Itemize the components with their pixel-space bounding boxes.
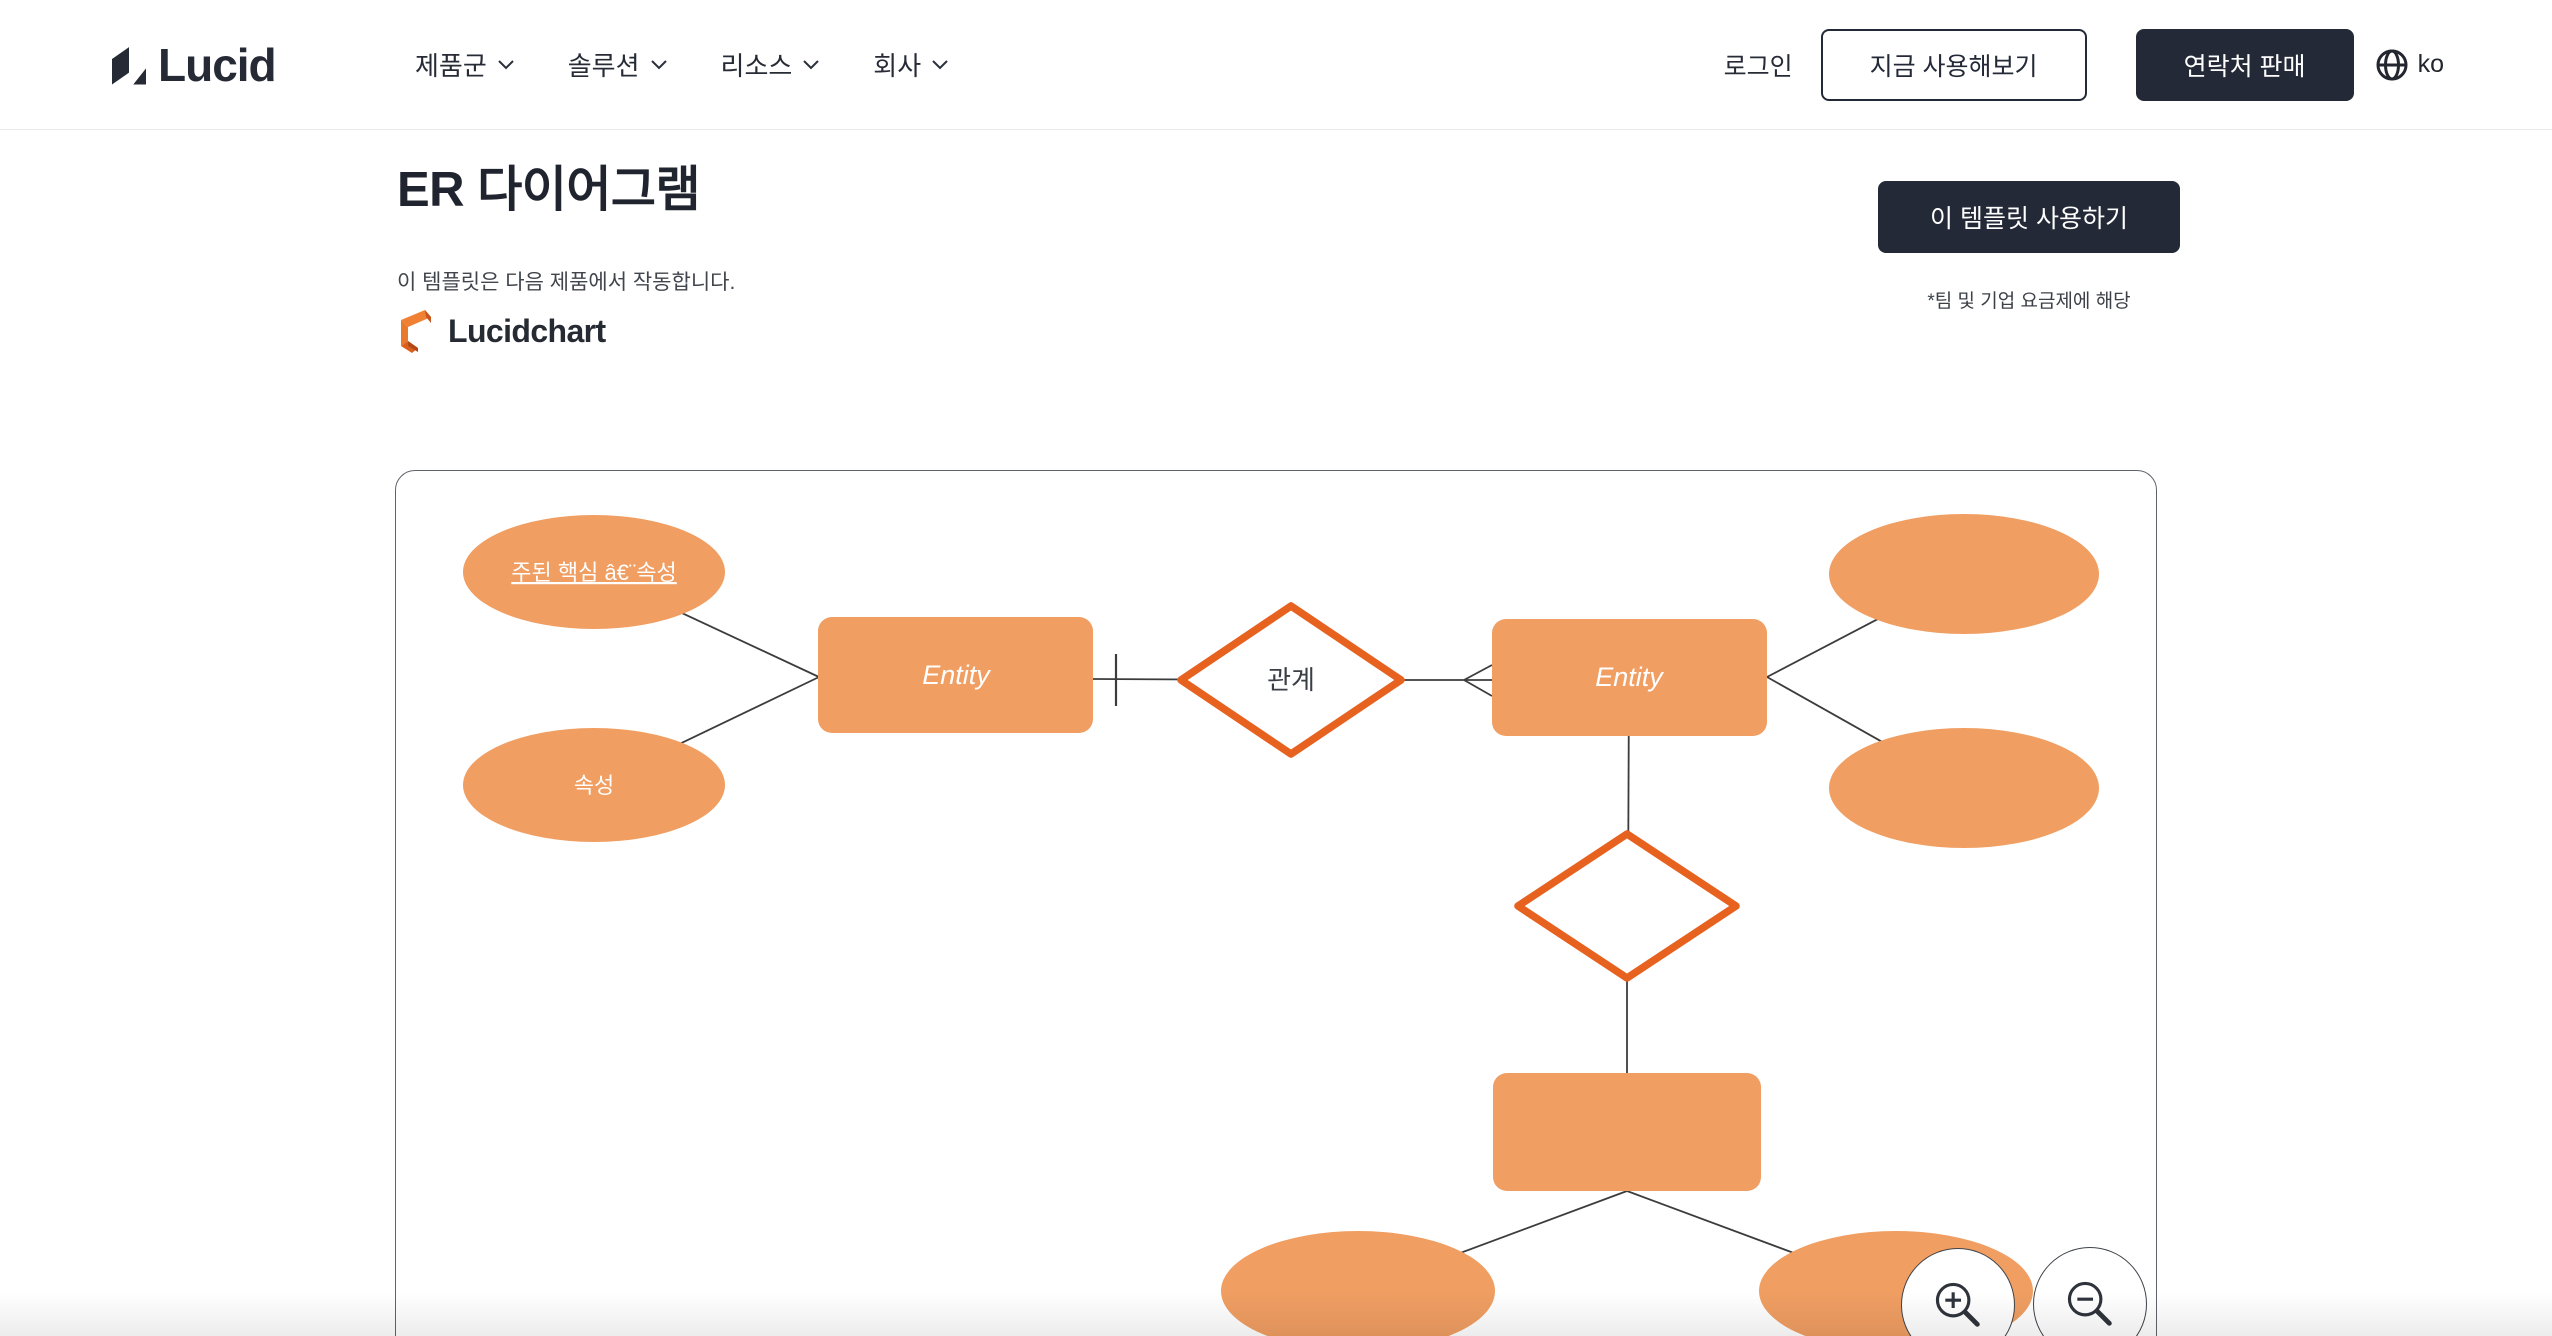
entity-label: Entity: [922, 660, 991, 690]
lucidchart-logo-text: Lucidchart: [448, 312, 606, 349]
lucidchart-logo-icon: [401, 310, 431, 353]
chevron-down-icon: [498, 59, 514, 69]
globe-icon: [2376, 49, 2408, 80]
chevron-down-icon: [932, 59, 948, 69]
use-template-button[interactable]: 이 템플릿 사용하기: [1878, 181, 2180, 253]
lucidchart-logo[interactable]: Lucidchart: [396, 308, 606, 354]
entity-label: Entity: [1595, 662, 1664, 692]
chevron-down-icon: [650, 59, 667, 69]
top-navigation: Lucid 제품군 솔루션 리소스 회사: [0, 0, 2552, 130]
crow-foot-prong: [1463, 679, 1493, 697]
page-title: ER 다이어그램: [397, 150, 701, 221]
lucid-logo-text: Lucid: [158, 38, 277, 91]
zoom-in-magnifier-icon: [1935, 1282, 1980, 1327]
nav-item-company[interactable]: 회사: [873, 46, 948, 83]
page-title-rest: 다이어그램: [464, 163, 701, 217]
contact-sales-button[interactable]: 연락처 판매: [2135, 28, 2354, 101]
nav-right-group: 로그인 지금 사용해보기 연락처 판매 ko: [1723, 28, 2444, 101]
nav-item-resources[interactable]: 리소스: [721, 46, 820, 83]
attribute-ellipse: [463, 728, 725, 842]
relationship-label: 관계: [1267, 665, 1315, 695]
nav-menu: 제품군 솔루션 리소스 회사: [415, 46, 948, 83]
primary-attribute-label: 주된 핵심 â€¨속성: [511, 560, 676, 585]
attribute-ellipse: [1829, 514, 2099, 634]
entity-rect-empty: [1493, 1073, 1761, 1191]
page-title-prefix: ER: [397, 163, 465, 217]
relationship-diamond-empty: [1514, 830, 1740, 982]
zoom-out-magnifier-icon: [2067, 1281, 2112, 1326]
attribute-ellipse: [1829, 728, 2099, 848]
chevron-down-icon: [803, 59, 820, 69]
attribute-label: 속성: [574, 773, 614, 798]
login-link[interactable]: 로그인: [1723, 52, 1793, 81]
nav-item-products[interactable]: 제품군: [415, 46, 514, 83]
locale-code: ko: [2417, 50, 2444, 78]
attribute-ellipse-primary: [463, 515, 725, 629]
relationship-diamond: [1177, 602, 1405, 758]
page-subtitle: 이 템플릿은 다음 제품에서 작동합니다.: [397, 271, 736, 294]
crow-foot-prong: [1463, 664, 1493, 681]
er-diagram: 주된 핵심 â€¨속성 속성 Entity Entity 관계: [463, 514, 2099, 1336]
template-preview-canvas: 주된 핵심 â€¨속성 속성 Entity Entity 관계: [395, 470, 2157, 1336]
locale-switcher[interactable]: ko: [2375, 48, 2444, 82]
lucid-logo-icon: [112, 46, 146, 85]
try-now-button[interactable]: 지금 사용해보기: [1820, 28, 2087, 101]
nav-item-solutions[interactable]: 솔루션: [568, 46, 667, 83]
zoom-in-button[interactable]: [1901, 1248, 2015, 1336]
entity-rect: [1492, 619, 1767, 736]
zoom-out-button[interactable]: [2033, 1247, 2147, 1336]
plan-note: *팀 및 기업 요금제에 해당: [1927, 291, 2131, 312]
lucid-logo[interactable]: Lucid: [112, 38, 277, 92]
attribute-ellipse: [1221, 1231, 1495, 1336]
entity-rect: [818, 617, 1093, 733]
